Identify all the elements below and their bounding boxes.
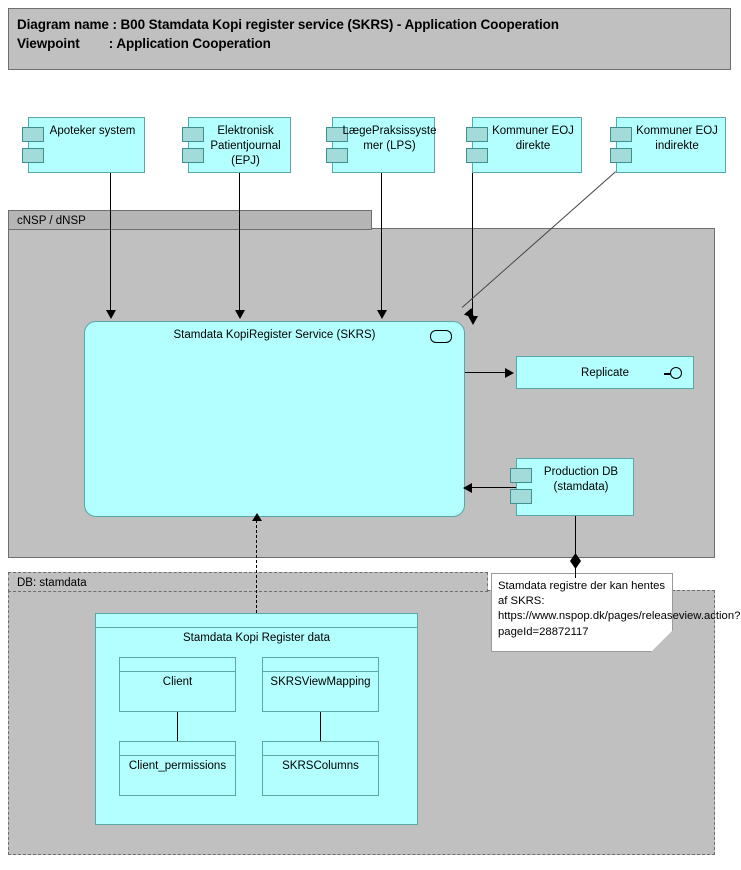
- component-label: Production DB (stamdata): [543, 466, 619, 493]
- table-label: SKRSViewMapping: [270, 676, 371, 688]
- connector-production-db-to-note: [575, 516, 577, 578]
- component-kommuner-eoj-indirekte[interactable]: Kommuner EOJ indirekte: [610, 117, 726, 173]
- class-band: [120, 742, 235, 756]
- component-label: LægePraksissyste mer (LPS): [342, 125, 437, 152]
- class-band: [120, 658, 235, 672]
- table-label: Client: [162, 676, 193, 688]
- connector-data-to-skrs: [256, 520, 257, 613]
- component-tab-icon: [182, 148, 204, 163]
- service-label: Stamdata KopiRegister Service (SKRS): [173, 329, 376, 341]
- connector-apoteker-to-skrs: [110, 173, 112, 312]
- component-tab-icon: [22, 127, 44, 142]
- provided-interface-lollipop-icon: [664, 367, 683, 379]
- note-stamdata-registre: Stamdata registre der kan hentes af SKRS…: [491, 573, 741, 652]
- group-cnsp-dnsp-label: cNSP / dNSP: [8, 210, 372, 230]
- class-band: [263, 742, 378, 756]
- component-tab-icon: [182, 127, 204, 142]
- component-label: Kommuner EOJ direkte: [492, 125, 574, 152]
- replicate-label: Replicate: [581, 366, 629, 379]
- composition-diamond-icon: [570, 553, 581, 569]
- component-label: Apoteker system: [49, 125, 136, 137]
- connector-arrowhead: [463, 483, 472, 493]
- class-band: [263, 658, 378, 672]
- package-label: Stamdata Kopi Register data: [182, 632, 331, 644]
- component-label: Elektronisk Patientjournal (EPJ): [210, 125, 281, 167]
- table-skrscolumns[interactable]: SKRSColumns: [262, 741, 379, 796]
- table-client-permissions[interactable]: Client_permissions: [119, 741, 236, 796]
- component-tab-icon: [510, 489, 532, 504]
- connector-kommuner-direkte-to-skrs: [472, 173, 474, 318]
- component-laegepraksissystemer[interactable]: LægePraksissyste mer (LPS): [326, 117, 436, 173]
- component-tab-icon: [466, 148, 488, 163]
- connector-arrowhead: [252, 513, 262, 521]
- connector-production-db-to-skrs: [472, 487, 516, 489]
- connector-arrowhead: [468, 316, 478, 325]
- component-tab-icon: [510, 468, 532, 483]
- connector-arrowhead: [505, 368, 514, 378]
- viewpoint-line: Viewpoint : Application Cooperation: [17, 36, 271, 51]
- component-label: Kommuner EOJ indirekte: [636, 125, 718, 152]
- connector-client-to-client-permissions: [177, 712, 179, 741]
- note-text: Stamdata registre der kan hentes af SKRS…: [498, 580, 741, 638]
- group-db-stamdata-label: DB: stamdata: [8, 572, 488, 592]
- component-tab-icon: [22, 148, 44, 163]
- table-skrsviewmapping[interactable]: SKRSViewMapping: [262, 657, 379, 712]
- component-tab-icon: [610, 148, 632, 163]
- connector-arrowhead: [235, 310, 245, 319]
- application-service-skrs[interactable]: Stamdata KopiRegister Service (SKRS): [84, 321, 465, 517]
- diagram-name-line: Diagram name : B00 Stamdata Kopi registe…: [17, 17, 559, 32]
- component-production-db[interactable]: Production DB (stamdata): [510, 458, 634, 516]
- diagram-header: Diagram name : B00 Stamdata Kopi registe…: [8, 8, 731, 70]
- component-tab-icon: [326, 148, 348, 163]
- component-apoteker-system[interactable]: Apoteker system: [22, 117, 145, 173]
- table-client[interactable]: Client: [119, 657, 236, 712]
- connector-lps-to-skrs: [381, 173, 383, 312]
- connector-skrsviewmapping-to-skrscolumns: [320, 712, 322, 741]
- element-replicate[interactable]: Replicate: [516, 356, 694, 389]
- component-tab-icon: [466, 127, 488, 142]
- table-label: SKRSColumns: [282, 760, 359, 772]
- component-tab-icon: [610, 127, 632, 142]
- connector-arrowhead: [106, 310, 116, 319]
- component-elektronisk-patientjournal[interactable]: Elektronisk Patientjournal (EPJ): [182, 117, 291, 173]
- package-band: [96, 614, 417, 628]
- table-label: Client_permissions: [128, 760, 227, 772]
- component-kommuner-eoj-direkte[interactable]: Kommuner EOJ direkte: [466, 117, 582, 173]
- connector-epj-to-skrs: [239, 173, 241, 312]
- connector-skrs-to-replicate: [465, 372, 507, 374]
- required-interface-oval-icon: [430, 330, 452, 343]
- component-tab-icon: [326, 127, 348, 142]
- connector-arrowhead: [377, 310, 387, 319]
